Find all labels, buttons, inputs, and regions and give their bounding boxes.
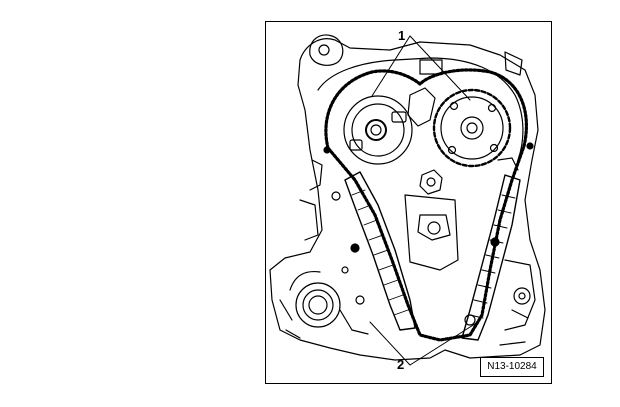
callout-1: 1 [398, 28, 406, 43]
camshaft-sprocket-right [432, 88, 512, 168]
callout-2: 2 [397, 357, 405, 372]
reference-code-label: N13-10284 [480, 357, 544, 377]
housing-lobe [309, 34, 344, 66]
camshaft-adjuster-left [343, 95, 413, 165]
guide-rail-right [461, 174, 521, 341]
crankshaft-seal [295, 282, 341, 328]
leader-line-2a [369, 321, 411, 366]
tensioner-rail-left [344, 171, 416, 331]
timing-chain-upper [324, 68, 528, 342]
housing-contour [317, 57, 524, 161]
bolt-hole [318, 44, 330, 56]
leader-line-1a [371, 35, 411, 97]
pivot-bolt [350, 243, 360, 253]
center-boss [419, 169, 443, 195]
engine-block-outline [269, 38, 546, 361]
leader-line-2b [409, 321, 479, 366]
center-gear [407, 87, 436, 127]
leader-line-1b [409, 35, 471, 101]
lower-boss [417, 214, 451, 241]
bolt-boss [464, 314, 476, 326]
housing-lug [504, 51, 523, 76]
rail-ribs-left [351, 189, 409, 316]
